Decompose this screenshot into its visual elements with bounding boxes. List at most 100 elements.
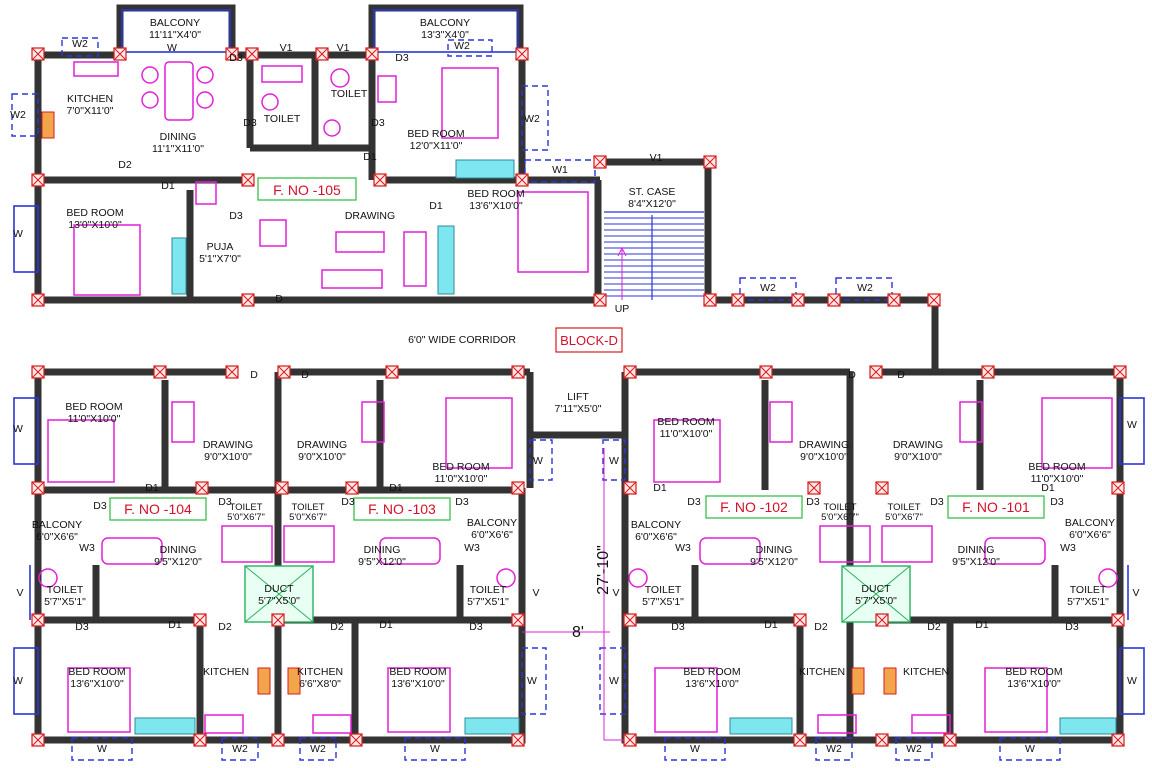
- opening-code-d3: D3: [1050, 496, 1064, 508]
- sills: [134, 159, 1117, 735]
- column-cross: [31, 733, 45, 747]
- flat-105-label: F. NO -105: [273, 182, 341, 198]
- f105-bed2-size: 13'6"X10'0": [469, 200, 523, 212]
- opening-code-w2: W2: [857, 282, 873, 294]
- f104-dining-size: 9'5"X12'0": [154, 556, 202, 568]
- opening-code-d3: D3: [243, 117, 257, 129]
- opening-code-w: W: [1025, 743, 1035, 755]
- f101-drawing-size: 9'0"X10'0": [894, 451, 942, 463]
- column-cross: [345, 481, 359, 495]
- column-cross: [373, 173, 387, 187]
- opening-code-v: V: [1132, 587, 1139, 599]
- f104-toilet-name: TOILET: [229, 502, 262, 513]
- opening-code-w2: W2: [826, 743, 842, 755]
- f101-toilet-size: 5'0"X6'7": [885, 512, 923, 523]
- f104-toilet2-name: TOILET: [47, 584, 84, 596]
- f102-bed1-size: 11'0"X10'0": [660, 428, 713, 440]
- f105-bed3-size: 13'0"X10'0": [68, 219, 122, 231]
- opening-code-d1: D1: [764, 619, 778, 631]
- opening-code-d1: D1: [429, 200, 443, 212]
- f105-kitchen-name: KITCHEN: [67, 93, 113, 105]
- f105-kitchen-size: 7'0"X11'0": [67, 105, 114, 117]
- f102-bed2-name: BED ROOM: [683, 666, 740, 678]
- furniture: [38, 61, 1118, 741]
- column-cross: [827, 293, 841, 307]
- flat-102-label: F. NO -102: [720, 499, 788, 515]
- f103-dining-size: 9'5"X12'0": [358, 556, 406, 568]
- f105-bed1-name: BED ROOM: [407, 128, 464, 140]
- column-cross: [623, 481, 637, 495]
- opening-code-w: W: [13, 228, 23, 240]
- column-cross: [1111, 613, 1125, 627]
- opening-code-w2: W2: [906, 743, 922, 755]
- f101-drawing-name: DRAWING: [893, 439, 943, 451]
- column-cross: [349, 733, 363, 747]
- column-cross: [385, 365, 399, 379]
- column-cross: [511, 481, 525, 495]
- staircase: [604, 211, 704, 300]
- column-cross: [315, 47, 329, 61]
- f105-bed2-name: BED ROOM: [467, 188, 524, 200]
- column-cross: [241, 173, 255, 187]
- column-cross: [515, 47, 529, 61]
- column-cross: [793, 613, 807, 627]
- f105-dining-size: 11'1"X11'0": [152, 143, 204, 155]
- opening-code-w3: W3: [1060, 542, 1076, 554]
- opening-code-v: V: [16, 587, 23, 599]
- opening-code-w2: W2: [454, 40, 470, 52]
- f103-kitchen-name: KITCHEN: [297, 666, 343, 678]
- opening-code-w: W: [13, 423, 23, 435]
- f103-balcony-name: BALCONY: [467, 517, 517, 529]
- opening-code-d3: D3: [75, 621, 89, 633]
- opening-code-w: W: [527, 675, 537, 687]
- column-cross: [875, 733, 889, 747]
- f101-toilet-name: TOILET: [887, 502, 920, 513]
- f102-balcony-name: BALCONY: [631, 519, 681, 531]
- f105-puja-size: 5'1"X7'0": [199, 253, 241, 265]
- column-cross: [875, 481, 889, 495]
- opening-code-w3: W3: [675, 542, 691, 554]
- opening-code-w2: W2: [760, 282, 776, 294]
- opening-code-w: W: [97, 743, 107, 755]
- corridor-label: 6'0" WIDE CORRIDOR: [408, 334, 516, 346]
- column-cross: [807, 481, 821, 495]
- columns: [31, 47, 1127, 747]
- column-cross: [271, 613, 285, 627]
- f104-toilet2-size: 5'7"X5'1": [44, 596, 86, 608]
- flat-labels: F. NO -105 F. NO -104 F. NO -103 F. NO -…: [109, 177, 1045, 521]
- f101-bed1-size: 11'0"X10'0": [1031, 473, 1084, 485]
- opening-code-w: W: [430, 743, 440, 755]
- opening-code-v1: V1: [280, 42, 293, 54]
- f104-balcony-name: BALCONY: [32, 519, 82, 531]
- f101-bed1-name: BED ROOM: [1028, 461, 1085, 473]
- f105-toilet1: TOILET: [264, 113, 301, 125]
- f103-bed1-size: 11'0"X10'0": [435, 473, 488, 485]
- opening-code-w2: W2: [524, 113, 540, 125]
- column-cross: [31, 365, 45, 379]
- f104-bed2-name: BED ROOM: [68, 666, 125, 678]
- column-cross: [623, 733, 637, 747]
- column-cross: [981, 365, 995, 379]
- f103-drawing-name: DRAWING: [297, 439, 347, 451]
- column-cross: [731, 293, 745, 307]
- column-cross: [593, 293, 607, 307]
- opening-code-d1: D1: [161, 180, 175, 192]
- column-cross: [511, 733, 525, 747]
- opening-code-w: W: [533, 455, 543, 467]
- opening-code-w: W: [1127, 675, 1137, 687]
- column-cross: [153, 365, 167, 379]
- f102-balcony-size: 6'0"X6'6": [635, 531, 677, 543]
- column-cross: [31, 293, 45, 307]
- column-cross: [1113, 365, 1127, 379]
- stair-up: UP: [615, 303, 630, 315]
- f104-drawing-name: DRAWING: [203, 439, 253, 451]
- column-cross: [1111, 481, 1125, 495]
- opening-code-d: D: [897, 369, 905, 381]
- f105-bed3-name: BED ROOM: [66, 207, 123, 219]
- f103-drawing-size: 9'0"X10'0": [298, 451, 346, 463]
- column-cross: [193, 733, 207, 747]
- f103-kitchen-size: 6'6"X8'0": [299, 678, 341, 690]
- opening-code-w1: W1: [552, 164, 568, 176]
- f103-bed1-name: BED ROOM: [432, 461, 489, 473]
